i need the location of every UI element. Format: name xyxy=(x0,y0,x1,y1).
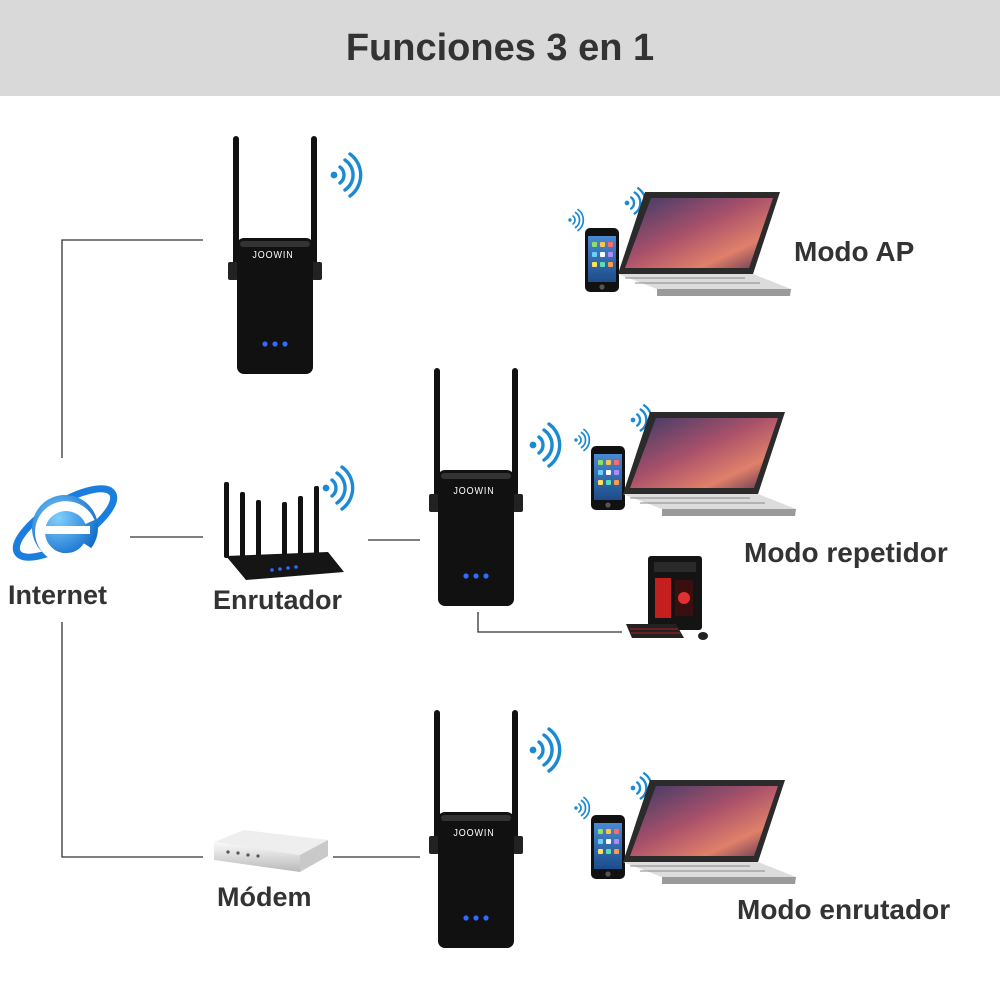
phone-icon xyxy=(591,446,625,510)
router-label: Enrutador xyxy=(213,585,343,615)
wifi-icon xyxy=(527,727,562,773)
extender-router: JOOWIN xyxy=(429,710,523,948)
line-repeater-to-pc xyxy=(477,612,622,633)
modem-icon xyxy=(214,830,328,872)
wifi-icon xyxy=(320,465,355,511)
wifi-icon xyxy=(573,796,591,820)
router-icon xyxy=(224,482,344,580)
extender-repeater: JOOWIN xyxy=(429,368,523,606)
desktop-pc-icon xyxy=(626,556,708,640)
page-title: Funciones 3 en 1 xyxy=(345,27,655,69)
phone-icon xyxy=(585,228,619,292)
connection-lines xyxy=(61,239,622,858)
mode-router-label: Modo enrutador xyxy=(737,894,951,925)
mode-ap-label: Modo AP xyxy=(794,236,915,267)
mode-repeater-label: Modo repetidor xyxy=(744,537,948,568)
internet-icon xyxy=(12,485,118,564)
laptop-icon xyxy=(617,191,792,297)
wifi-icon xyxy=(328,152,363,198)
wifi-icon xyxy=(573,428,591,452)
line-internet-to-modem xyxy=(61,622,203,858)
extender-brand-label: JOOWIN xyxy=(252,250,293,262)
wifi-icon xyxy=(567,208,585,232)
wifi-icon xyxy=(527,422,562,468)
extender-brand-label: JOOWIN xyxy=(453,486,494,498)
extender-ap: JOOWIN xyxy=(228,136,322,374)
extender-brand-label: JOOWIN xyxy=(453,828,494,840)
laptop-icon xyxy=(622,411,797,517)
laptop-icon xyxy=(622,779,797,885)
modem-label: Módem xyxy=(217,882,312,912)
line-internet-to-ap xyxy=(61,239,203,458)
header-bar xyxy=(0,0,1000,96)
internet-label: Internet xyxy=(8,580,108,610)
phone-icon xyxy=(591,815,625,879)
